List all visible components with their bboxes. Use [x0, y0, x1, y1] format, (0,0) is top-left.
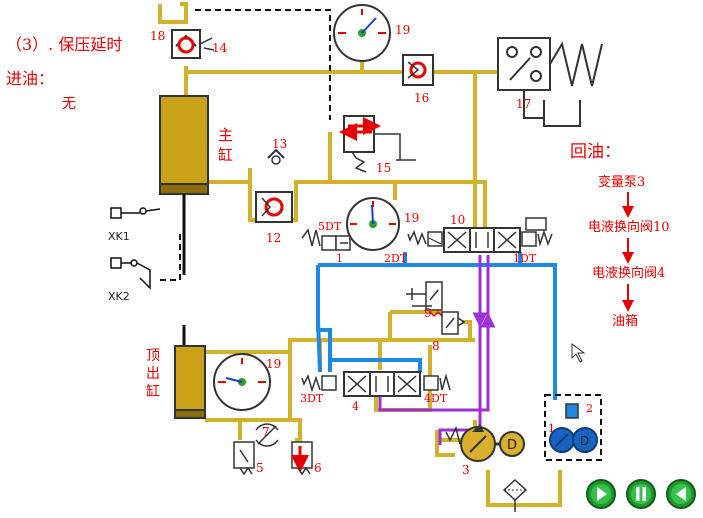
pressure-gauge-19-middle — [346, 197, 400, 251]
label-3: 3 — [462, 463, 470, 477]
label-1dt: 1DT — [513, 252, 537, 265]
return-step-1: 变量泵3 — [598, 174, 645, 190]
label-4dt: 4DT — [424, 392, 448, 405]
pressure-gauge-19-lower — [213, 353, 271, 411]
ejector-label-2: 出 — [146, 366, 160, 382]
electro-hydraulic-valve-4 — [301, 371, 451, 397]
pressure-valve-9 — [406, 281, 443, 318]
label-4: 4 — [352, 400, 359, 413]
label-1-small: 1 — [336, 252, 343, 265]
label-9: 9 — [424, 306, 432, 320]
label-12: 12 — [266, 231, 281, 245]
label-7: 7 — [262, 425, 270, 439]
valve-12 — [255, 191, 293, 223]
label-8: 8 — [432, 339, 440, 353]
return-step-2: 电液换向阀10 — [588, 219, 670, 235]
solenoid-valve-5dt — [301, 228, 351, 251]
label-2: 2 — [586, 402, 593, 415]
return-path-flow: 变量泵3 电液换向阀10 电液换向阀4 油箱 — [588, 174, 670, 329]
prefill-valve-17 — [497, 37, 603, 127]
label-19-top: 19 — [395, 23, 410, 37]
label-2dt: 2DT — [384, 252, 408, 265]
pump-1-motor-2 — [549, 403, 598, 453]
back-button[interactable] — [666, 479, 696, 509]
play-icon — [597, 487, 607, 501]
pause-button[interactable] — [626, 479, 656, 509]
heading: （3）. 保压延时 — [6, 35, 122, 54]
check-valve-16 — [402, 54, 434, 86]
label-19-middle: 19 — [404, 211, 419, 225]
valve-8 — [441, 311, 466, 335]
gold-pipes — [184, 40, 562, 507]
label-18: 18 — [150, 29, 165, 43]
purple-return-path — [378, 255, 496, 445]
label-10: 10 — [450, 213, 465, 227]
limit-switch-xk2 — [110, 257, 151, 290]
pressure-gauge-19-top — [333, 4, 391, 62]
label-5dt: 5DT — [318, 220, 342, 233]
check-valve-13 — [267, 148, 285, 165]
oil-return-label: 回油： — [570, 142, 621, 162]
return-step-3: 电液换向阀4 — [592, 265, 665, 281]
main-cylinder-label-2: 缸 — [218, 146, 233, 164]
relief-valve-15 — [339, 115, 416, 173]
label-6: 6 — [314, 461, 322, 475]
label-15: 15 — [376, 161, 391, 175]
ejector-label-1: 顶 — [146, 348, 160, 364]
ejector-label-3: 缸 — [146, 383, 160, 400]
motor-d-2: D — [580, 434, 589, 448]
pilot-lines — [160, 9, 602, 461]
label-14: 14 — [212, 41, 228, 55]
electro-hydraulic-valve-10 — [407, 217, 553, 253]
limit-switch-xk1 — [110, 207, 161, 219]
label-16: 16 — [414, 91, 429, 105]
ejector-cylinder — [174, 325, 206, 419]
main-cylinder-label-1: 主 — [218, 126, 233, 144]
play-button[interactable] — [586, 479, 616, 509]
mouse-cursor — [571, 343, 586, 363]
valve-18 — [158, 2, 215, 59]
label-19-lower: 19 — [266, 357, 281, 371]
motor-d-1: D — [507, 438, 517, 453]
return-step-4: 油箱 — [612, 313, 638, 329]
label-1: 1 — [548, 422, 555, 435]
pause-icon — [636, 487, 646, 501]
back-icon — [676, 487, 686, 501]
oil-in-value: 无 — [62, 96, 76, 112]
variable-pump-3 — [445, 424, 525, 462]
main-cylinder — [159, 95, 209, 275]
blue-pipes — [316, 252, 557, 400]
filter — [502, 478, 528, 512]
label-5: 5 — [256, 461, 264, 475]
label-17: 17 — [516, 97, 531, 111]
xk1-label: XK1 — [108, 230, 130, 243]
oil-in-label: 进油： — [6, 69, 54, 88]
label-13: 13 — [272, 137, 287, 151]
relief-valve-5 — [233, 441, 255, 476]
relief-valve-6 — [291, 441, 313, 476]
throttle-valve-7 — [255, 423, 279, 447]
label-3dt: 3DT — [300, 392, 324, 405]
xk2-label: XK2 — [108, 290, 130, 303]
